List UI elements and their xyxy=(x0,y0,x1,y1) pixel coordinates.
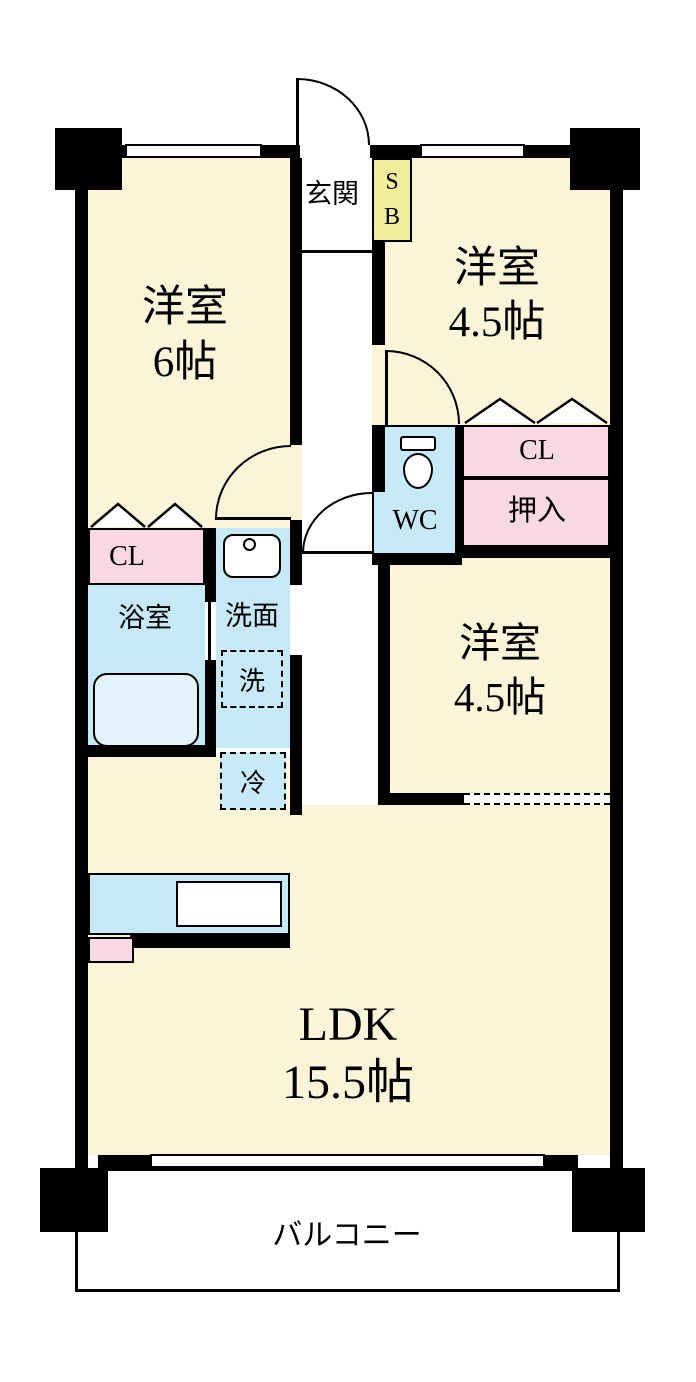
ldk-name: LDK xyxy=(298,998,398,1051)
wc-door-leaf xyxy=(302,551,372,554)
kitchen-counter-edge xyxy=(130,935,290,948)
bathtub-icon xyxy=(93,673,199,747)
wc-label: WC xyxy=(392,505,438,536)
kitchen-sink-icon xyxy=(176,881,282,927)
bedroom-top-right-size: 4.5帖 xyxy=(448,299,546,346)
wall-washroom-left-lower xyxy=(205,660,216,757)
entrance-door-leaf xyxy=(296,78,299,145)
bedroom-middle-floor xyxy=(378,555,610,805)
wall-wc-bottom xyxy=(372,553,462,565)
washroom-label: 洗面 xyxy=(225,601,279,631)
wall-bedroom-middle-left xyxy=(378,555,390,795)
wall-washroom-left-upper xyxy=(205,528,216,602)
wall-wc-left xyxy=(372,425,385,492)
shoe-box-letter-b: B xyxy=(383,204,400,231)
wall-hallway-right-upper xyxy=(372,242,385,345)
toilet-bowl-icon xyxy=(403,453,433,489)
toilet-tank-icon xyxy=(400,436,436,451)
shoe-box-letter-s: S xyxy=(385,168,399,195)
closet-right-box xyxy=(462,425,610,478)
closet-left-box xyxy=(88,528,205,585)
wall-hallway-left-upper xyxy=(290,158,302,445)
wall-hallway-left-lower xyxy=(290,655,302,815)
ldk-floor xyxy=(88,805,610,1155)
window-bedroom-top-left xyxy=(125,144,262,158)
pillar-bottom-left xyxy=(40,1168,108,1232)
washing-machine-label: 洗 xyxy=(238,666,265,696)
bedroom-middle-size: 4.5帖 xyxy=(453,674,547,720)
closet-right-label: CL xyxy=(519,435,555,466)
folding-door-marks-right-closet xyxy=(464,397,609,424)
wall-wc-closet-divider xyxy=(455,425,462,548)
refrigerator-label: 冷 xyxy=(239,768,266,798)
bedroom-top-right-door-leaf xyxy=(385,350,388,425)
closet-left-label: CL xyxy=(109,541,145,572)
ldk-size: 15.5帖 xyxy=(281,1056,415,1109)
bedroom-top-left-name: 洋室 xyxy=(142,284,228,331)
entrance-step-line xyxy=(302,250,372,253)
oshiire-label: 押入 xyxy=(507,495,567,527)
window-ldk xyxy=(150,1154,545,1168)
balcony-outline xyxy=(75,1168,620,1292)
pillar-bottom-right xyxy=(572,1168,645,1232)
wall-hallway-left-mid xyxy=(290,520,302,585)
refrigerator-box: 冷 xyxy=(220,752,286,810)
kitchen-end-cabinet xyxy=(88,937,134,963)
bathroom-label: 浴室 xyxy=(118,603,172,633)
window-bedroom-top-right xyxy=(420,144,525,158)
bedroom-top-left-size: 6帖 xyxy=(152,339,218,386)
bedroom-middle-name: 洋室 xyxy=(459,620,541,666)
balcony-label: バルコニー xyxy=(272,1219,422,1252)
shoe-box: S B xyxy=(372,158,412,242)
entrance-door-arc xyxy=(297,78,370,145)
wall-oshiire-bottom xyxy=(455,545,610,558)
bedroom-top-right-name: 洋室 xyxy=(454,245,540,292)
faucet-icon xyxy=(243,538,256,551)
entrance-label: 玄関 xyxy=(305,179,359,209)
wall-left xyxy=(75,158,88,1168)
wall-bathroom-bottom xyxy=(88,745,216,757)
folding-door-marks-left-closet xyxy=(90,502,204,528)
wc-door-arc xyxy=(302,492,372,553)
washing-machine-box: 洗 xyxy=(221,650,283,708)
sliding-door-bedroom-middle xyxy=(464,793,610,805)
bedroom-top-left-door-leaf xyxy=(215,517,291,520)
bath-door-leaf xyxy=(208,600,211,660)
wall-bedroom-middle-bottom xyxy=(378,793,464,805)
pillar-top-right xyxy=(570,128,640,190)
wall-right xyxy=(610,190,623,1168)
pillar-top-left xyxy=(55,128,122,190)
